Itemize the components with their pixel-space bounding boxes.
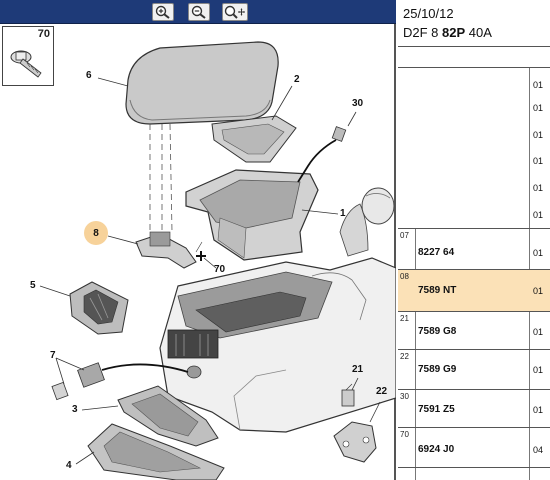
row-qty: 04 bbox=[533, 445, 544, 455]
row-qty: 01 bbox=[533, 327, 544, 337]
gear-knob bbox=[361, 187, 395, 225]
callout-2[interactable]: 2 bbox=[294, 74, 300, 85]
callout-1[interactable]: 1 bbox=[340, 208, 346, 219]
exploded-diagram-pane[interactable]: 70 bbox=[0, 0, 396, 480]
callout-30[interactable]: 30 bbox=[352, 98, 364, 109]
bracket-clip-21 bbox=[341, 389, 355, 407]
row-ref: 21 bbox=[400, 314, 409, 323]
zoom-in-icon bbox=[155, 5, 170, 19]
ref-column-divider bbox=[415, 228, 416, 480]
zoom-in-button[interactable] bbox=[152, 3, 174, 21]
callout-7[interactable]: 7 bbox=[50, 350, 56, 361]
qty-top-1: 01 bbox=[533, 80, 544, 90]
row-part-number: 7589 G8 bbox=[418, 326, 457, 337]
table-row[interactable]: 70 6924 J0 04 bbox=[398, 428, 550, 468]
qty-top-2: 01 bbox=[533, 103, 544, 113]
callout-4[interactable]: 4 bbox=[66, 460, 72, 471]
row-part-number: 7589 NT bbox=[418, 285, 457, 296]
clip-part bbox=[331, 126, 347, 142]
row-part-number: 7589 G9 bbox=[418, 364, 457, 375]
row-part-number: 6924 J0 bbox=[418, 444, 455, 455]
qty-top-3: 01 bbox=[533, 130, 544, 140]
callout-8-selected[interactable]: 8 bbox=[84, 221, 108, 245]
vehicle-code-bold: 82P bbox=[442, 25, 466, 40]
vehicle-code: D2F 8 82P 40A bbox=[403, 25, 492, 40]
qty-top-4: 01 bbox=[533, 156, 544, 166]
row-ref: 30 bbox=[400, 392, 409, 401]
zoom-out-icon bbox=[191, 5, 206, 19]
gear-shifter-boot bbox=[339, 203, 369, 257]
row-qty: 01 bbox=[533, 286, 544, 296]
row-part-number: 8227 64 bbox=[418, 247, 455, 258]
catalog-date: 25/10/12 bbox=[403, 6, 454, 21]
table-row-selected[interactable]: 08 7589 NT 01 bbox=[398, 270, 550, 312]
zoom-toolbar bbox=[0, 0, 396, 24]
row-qty: 01 bbox=[533, 365, 544, 375]
callout-5[interactable]: 5 bbox=[30, 280, 36, 291]
vehicle-code-prefix: D2F 8 bbox=[403, 25, 443, 40]
console-exploded-view bbox=[39, 41, 396, 480]
inset-callout-70: 70 bbox=[37, 28, 50, 40]
socket-plug bbox=[51, 381, 69, 401]
row-ref: 70 bbox=[400, 430, 409, 439]
row-ref: 22 bbox=[400, 352, 409, 361]
callout-70[interactable]: 70 bbox=[214, 264, 226, 275]
column-header-row bbox=[398, 46, 550, 68]
callout-8-label: 8 bbox=[93, 227, 99, 239]
callout-3[interactable]: 3 bbox=[72, 404, 78, 415]
table-row[interactable]: 22 7589 G9 01 bbox=[398, 350, 550, 390]
vehicle-code-suffix: 40A bbox=[465, 25, 492, 40]
row-ref: 07 bbox=[400, 231, 409, 240]
callout-6[interactable]: 6 bbox=[86, 70, 92, 81]
qty-top-6: 01 bbox=[533, 210, 544, 220]
row-qty: 01 bbox=[533, 248, 544, 258]
armrest-lid bbox=[125, 41, 279, 125]
zoom-fit-icon bbox=[224, 5, 245, 19]
callout-21[interactable]: 21 bbox=[352, 364, 364, 375]
screw-inset-box: 70 bbox=[2, 26, 54, 86]
table-row[interactable]: 07 8227 64 01 bbox=[398, 228, 550, 270]
parts-list-panel: 25/10/12 D2F 8 82P 40A 01 01 01 01 01 01… bbox=[398, 0, 550, 480]
row-ref: 08 bbox=[400, 272, 409, 281]
row-qty: 01 bbox=[533, 405, 544, 415]
socket-body bbox=[77, 362, 105, 388]
qty-top-5: 01 bbox=[533, 183, 544, 193]
table-row[interactable]: 21 7589 G8 01 bbox=[398, 312, 550, 350]
zoom-out-button[interactable] bbox=[188, 3, 210, 21]
mounting-bracket-22 bbox=[333, 421, 377, 463]
table-row[interactable]: 30 7591 Z5 01 bbox=[398, 390, 550, 428]
callout-22[interactable]: 22 bbox=[376, 386, 388, 397]
screw-illustration bbox=[10, 50, 42, 78]
row-part-number: 7591 Z5 bbox=[418, 404, 455, 415]
panel-header: 25/10/12 D2F 8 82P 40A bbox=[398, 0, 550, 44]
zoom-fit-button[interactable] bbox=[222, 3, 248, 21]
